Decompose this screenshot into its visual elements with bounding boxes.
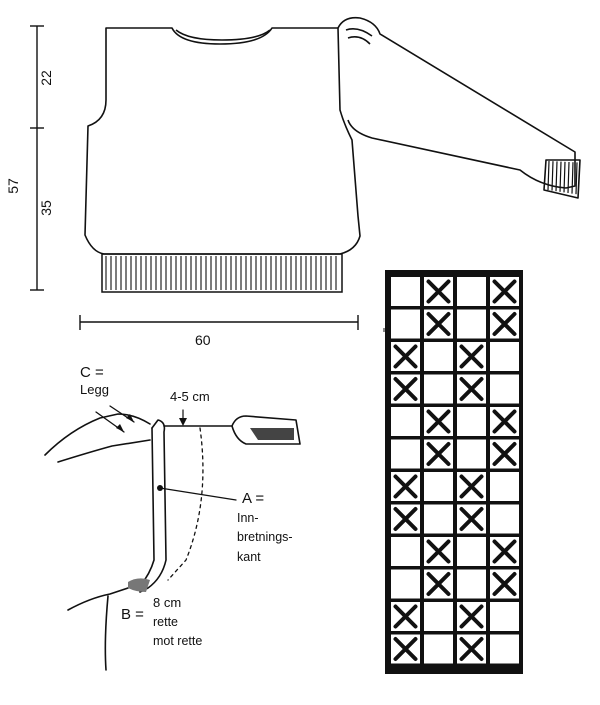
callout-b-line1: 8 cm [153, 595, 182, 610]
chart-cell [490, 374, 519, 404]
width-label: 60 [195, 332, 211, 348]
detail-fills [116, 414, 294, 592]
chart-cell-x-mark [459, 344, 484, 369]
chart-cell [391, 439, 420, 469]
sweater-schematic [84, 16, 581, 255]
chart-cell [424, 472, 453, 501]
callout-c-text: Legg [80, 382, 109, 397]
chart-cell [490, 504, 519, 534]
chart-cell-x-mark [492, 539, 517, 564]
chart-cell [490, 472, 519, 501]
chart-cell-x-mark [426, 279, 451, 304]
chart-cell-x-mark [393, 637, 418, 661]
chart-cell-x-mark [459, 507, 484, 531]
chart-cell-x-mark [492, 312, 517, 336]
chart-cell [490, 634, 519, 664]
chart-cell-x-mark [459, 637, 484, 661]
total-height-label: 57 [4, 178, 21, 194]
callout-b-line3: mot rette [153, 634, 203, 648]
callout-a-line1: Inn- [237, 511, 259, 525]
chart-cell [490, 342, 519, 371]
callout-c-label: C = [80, 364, 104, 381]
neck-depth-label: 4-5 cm [170, 389, 210, 404]
chart-cell [457, 569, 486, 599]
chart-cell-x-mark [426, 409, 451, 434]
chart-cell [424, 504, 453, 534]
chart-cell-x-mark [393, 344, 418, 369]
chart-cell [391, 569, 420, 599]
callout-b-label: B = [121, 606, 144, 623]
chart-cell-x-mark [426, 572, 451, 596]
callout-b-line2: rette [153, 615, 179, 629]
chart-cell-x-mark [459, 604, 484, 629]
chart-cell [457, 407, 486, 436]
cuff-ribbing [547, 160, 578, 195]
chart-cell-x-mark [393, 507, 418, 531]
chart-cell [391, 537, 420, 566]
chart-cell-x-mark [459, 377, 484, 401]
chart-cell-x-mark [492, 572, 517, 596]
height-dimension [30, 25, 44, 291]
sweater-body-outline [84, 27, 361, 255]
chart-cell [391, 309, 420, 339]
chart-cell-x-mark [393, 377, 418, 401]
chart-cell-x-mark [492, 442, 517, 466]
callout-a-label: A = [242, 490, 265, 507]
chart-cell-x-mark [426, 312, 451, 336]
shoulder-fold [345, 28, 373, 37]
chart-cell [457, 277, 486, 306]
callout-a-line2: bretnings- [237, 530, 293, 544]
pattern-chart [385, 270, 523, 674]
upper-height-label: 22 [37, 70, 54, 86]
chart-cell [457, 537, 486, 566]
lower-height-label: 35 [37, 200, 54, 216]
chart-cell [391, 277, 420, 306]
chart-cell [391, 407, 420, 436]
chart-cell-x-mark [426, 442, 451, 466]
neckline [175, 29, 271, 41]
chart-cell-x-mark [393, 474, 418, 499]
hem-ribbing [101, 253, 343, 293]
chart-cell [457, 309, 486, 339]
chart-cell [424, 634, 453, 664]
chart-cell-x-mark [492, 279, 517, 304]
chart-cell [457, 439, 486, 469]
width-dimension [79, 315, 359, 330]
chart-cell [424, 374, 453, 404]
chart-cell-x-mark [393, 604, 418, 629]
chart-cell [490, 602, 519, 631]
sleeve-cuff [543, 159, 581, 199]
chart-cell [424, 342, 453, 371]
chart-cell-x-mark [459, 474, 484, 499]
chart-cell [424, 602, 453, 631]
chart-cell-x-mark [492, 409, 517, 434]
chart-cell-x-mark [426, 539, 451, 564]
callout-a-line3: kant [237, 550, 261, 564]
sleeve-outline [337, 16, 576, 189]
